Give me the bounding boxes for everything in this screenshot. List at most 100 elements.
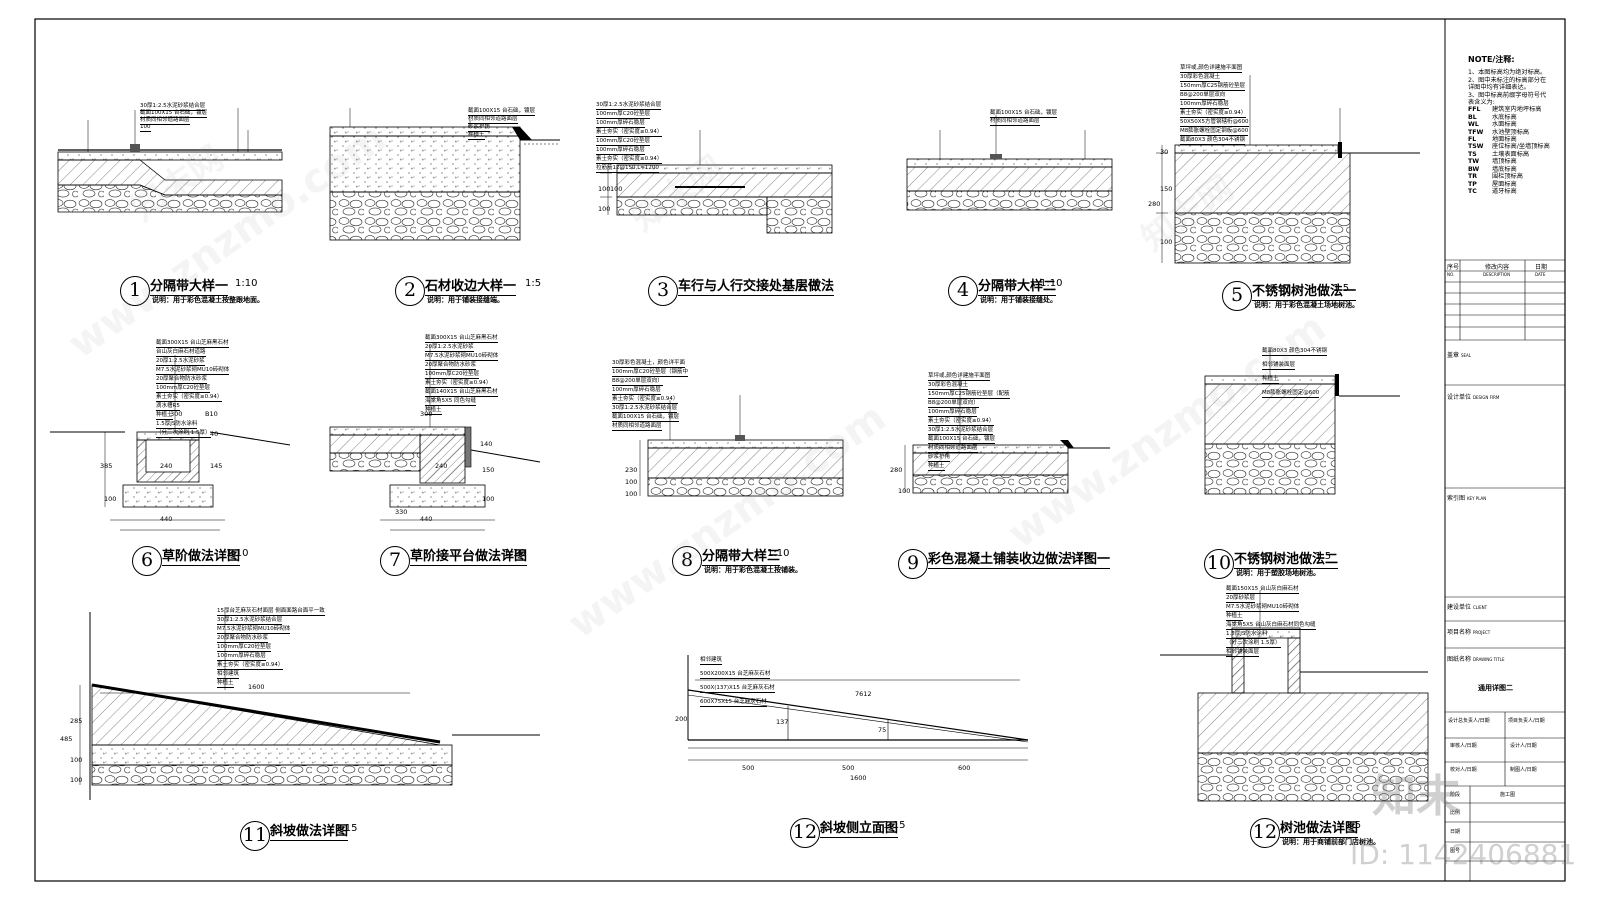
- callout-label: 600X75X15 台芝麻灰石材: [700, 699, 767, 707]
- abbr-desc: 建筑室内地坪标高: [1492, 106, 1542, 114]
- sign-cell: 设计总负责人/日期: [1448, 718, 1490, 724]
- dimension-label: 100: [104, 495, 117, 503]
- detail-title: 分隔带大样一: [150, 275, 229, 296]
- detail-number: 7: [380, 546, 410, 576]
- dimension-label: 150: [482, 466, 495, 474]
- detail-2-drawing: [329, 108, 560, 241]
- callout-label: M7.5水泥砂浆砌MU10砖砌体: [217, 626, 291, 634]
- detail-title: 斜坡做法详图: [270, 820, 349, 841]
- project-en: PROJECT: [1472, 630, 1491, 635]
- callout-label: 100mm厚碎石稳层: [596, 120, 645, 128]
- detail-title: 分隔带大样二: [978, 275, 1057, 296]
- dimension-label: 100: [70, 776, 83, 784]
- detail-number: 11: [240, 821, 270, 851]
- dimension-label: 100: [1160, 238, 1173, 246]
- detail-4-drawing: [906, 115, 1113, 211]
- notes-line: 1、本图标高均为绝对标高。: [1468, 69, 1547, 77]
- callout-label: 种植土: [156, 412, 173, 420]
- callout-label: 100: [140, 124, 151, 132]
- dimension-label: 150: [1160, 185, 1173, 193]
- callout-label: 种植土: [1226, 613, 1243, 621]
- callout-label: 150mm厚C25钢筋砼垫层（配筋: [928, 391, 1010, 399]
- dimension-label: 100: [610, 185, 623, 193]
- detail-title: 斜坡侧立面图: [820, 817, 899, 838]
- dimension-label: 100: [598, 185, 611, 193]
- detail-scale: 1:5: [1345, 820, 1362, 831]
- rev-sub-desc: DESCRIPTION: [1483, 272, 1511, 277]
- callout-label: 台山灰白麻石材道路: [156, 349, 206, 357]
- callout-label: 500X200X15 台芝麻灰石材: [700, 671, 771, 679]
- abbr-desc: 地面标高: [1492, 136, 1517, 144]
- detail-scale: 1:10: [1040, 278, 1063, 289]
- detail-number: 6: [132, 546, 162, 576]
- callout-label: 30厚1:2.5水泥砂浆结合层: [612, 405, 678, 413]
- callout-label: 15厚台芝麻灰石材面层 侧面面路台面平一致: [217, 608, 325, 616]
- seal-label: 盖章 SEAL: [1447, 350, 1471, 359]
- watermark-logo: 知末: [1372, 771, 1460, 822]
- sign-cell: 项目负责人/日期: [1508, 718, 1545, 724]
- callout-label: 100mm厚碎石稳层: [928, 409, 977, 417]
- abbr-desc: 道牙标高: [1492, 187, 1517, 195]
- detail-scale: 1:10: [235, 278, 258, 289]
- dimension-label: 285: [70, 717, 83, 725]
- detail-title: 草阶接平台做法详图: [410, 545, 528, 566]
- callout-label: 相邻铺装面层: [1262, 362, 1296, 370]
- callout-label: 海棠角5X5 台山灰白麻石材同色勾缝: [1226, 622, 1316, 630]
- callout-label: 素土夯实（密实度≥0.94）: [156, 394, 223, 402]
- callout-label: 30厚1:2.5水泥砂浆结合层: [140, 103, 206, 111]
- detail-number: 2: [395, 276, 425, 306]
- detail-note: 说明：用于铺装接缝端。: [427, 296, 504, 304]
- callout-label: 截面80X3 颜色304不锈钢: [1180, 137, 1246, 145]
- sign-cell: 审核人/日期: [1450, 743, 1477, 749]
- abbr-code: TR: [1468, 173, 1477, 181]
- callout-label: 材质同相邻道路面层: [612, 423, 662, 431]
- abbr-code: FL: [1468, 136, 1477, 144]
- callout-label: 截面80X3 颜色304不锈钢: [1262, 348, 1328, 356]
- detail-number: 10: [1204, 549, 1234, 579]
- dimension-label: 100: [625, 478, 638, 486]
- abbr-desc: 屋面标高: [1492, 180, 1517, 188]
- abbr-code: TW: [1468, 158, 1480, 166]
- callout-label: 截面300X15 台山芝麻黑石材: [156, 340, 229, 348]
- abbr-desc: 土壤表面标高: [1492, 150, 1530, 158]
- callout-label: 种植土: [217, 680, 234, 688]
- drawing-label: 图纸名称 DRAWING TITLE: [1447, 654, 1504, 663]
- detail-number: 12: [1250, 818, 1280, 848]
- detail-note: 说明：用于彩色混凝土按铺装。: [704, 566, 802, 574]
- callout-label: B8@200单层双向）: [612, 378, 663, 386]
- drawing-label-text: 图纸名称: [1447, 656, 1472, 663]
- callout-label: 20厚砂浆层: [1226, 595, 1255, 603]
- dimension-label: 75: [878, 726, 887, 734]
- callout-label: 100mm厚碎石稳层: [596, 147, 645, 155]
- drawing-title: 通用详图二: [1478, 684, 1513, 692]
- callout-label: 截面150X15 台山灰白麻石材: [1226, 586, 1299, 594]
- callout-label: 截面100X15 台石础，镀层: [928, 436, 996, 444]
- callout-label: 20厚聚合物防水砂浆: [425, 362, 476, 370]
- detail-title: 车行与人行交接处基层做法: [678, 275, 835, 296]
- abbr-code: BL: [1468, 113, 1477, 121]
- callout-label: 截面100X15 台石础，镀层: [990, 110, 1058, 118]
- detail-1-drawing: [57, 108, 283, 213]
- callout-label: 30厚1:2.5水泥砂浆结合层: [596, 102, 662, 110]
- dimension-label: 137: [776, 718, 789, 726]
- abbr-code: WL: [1468, 121, 1479, 129]
- callout-label: M8膨胀螺栓固定@600: [1262, 390, 1320, 398]
- rev-header-date: 日期: [1535, 264, 1548, 271]
- sign-cell: 制图人/日期: [1510, 767, 1537, 773]
- callout-label: （分三次涂刷 1.5厚）: [156, 430, 211, 438]
- dimension-label: 230: [625, 466, 638, 474]
- rev-header-desc: 修改内容: [1485, 264, 1510, 271]
- detail-title: 不锈钢树池做法二: [1234, 548, 1339, 569]
- detail-note: 说明：用于塑胶场地树池。: [1236, 569, 1320, 577]
- callout-label: 材质同相邻道路面层: [468, 116, 518, 124]
- dimension-label: 300: [420, 410, 433, 418]
- callout-label: 截面140X15 台山芝麻黑石材: [425, 389, 498, 397]
- client-label: 建设单位 CLIENT: [1447, 602, 1487, 611]
- design-unit-label: 设计单位 DESIGN FIRM: [1447, 392, 1499, 401]
- dimension-label: 280: [890, 466, 903, 474]
- abbr-code: TP: [1468, 180, 1477, 188]
